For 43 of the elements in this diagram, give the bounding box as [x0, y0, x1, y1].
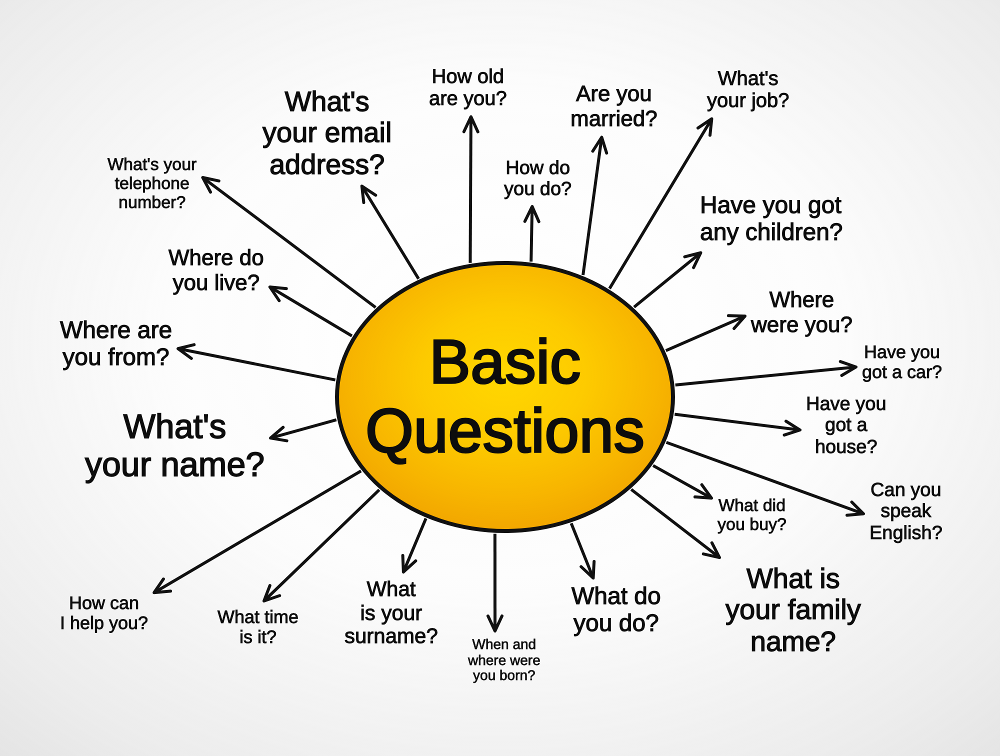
question-text: What's your email address? [262, 86, 392, 180]
question-text: How old are you? [429, 66, 507, 111]
question-text: What time is it? [218, 607, 299, 648]
question-text: What is your surname? [344, 578, 438, 649]
arrow [176, 343, 336, 382]
question-text: Have you got any children? [700, 193, 843, 247]
question-text: What do you do? [572, 584, 661, 638]
question-text: How do you do? [504, 158, 572, 201]
question-text: Can you speak English? [870, 480, 942, 544]
question-text: What's your job? [707, 68, 790, 113]
question-text: Have you got a car? [862, 342, 942, 382]
arrow [633, 251, 702, 308]
question-text: Have you got a house? [806, 394, 886, 458]
question-text: What is your family name? [726, 563, 861, 658]
arrow [401, 518, 428, 574]
question-text: What's your name? [85, 408, 265, 484]
question-text: How can I help you? [60, 593, 148, 634]
question-text: Where were you? [751, 288, 853, 338]
question-text: When and where were you born? [468, 637, 540, 684]
arrow [152, 470, 362, 594]
question-text: Where are you from? [60, 318, 172, 372]
question-text: What did you buy? [718, 496, 786, 534]
question-text: What's your telephone number? [108, 155, 197, 212]
question-text: Where do you live? [168, 246, 264, 296]
arrow [675, 360, 858, 386]
arrow [582, 136, 608, 276]
arrow [608, 117, 714, 290]
arrow [523, 205, 540, 262]
arrow [665, 314, 746, 352]
arrow [262, 488, 380, 602]
arrow [462, 115, 480, 263]
arrow [666, 440, 865, 517]
arrow [269, 418, 337, 442]
topic-title: Basic Questions [365, 328, 645, 466]
arrow [201, 176, 377, 309]
arrow [268, 285, 353, 338]
arrow [570, 522, 596, 580]
arrow [486, 534, 504, 632]
arrow [674, 412, 802, 437]
arrow [630, 488, 721, 560]
question-text: Are you married? [570, 82, 658, 132]
arrow [652, 464, 713, 500]
arrow [360, 184, 420, 280]
